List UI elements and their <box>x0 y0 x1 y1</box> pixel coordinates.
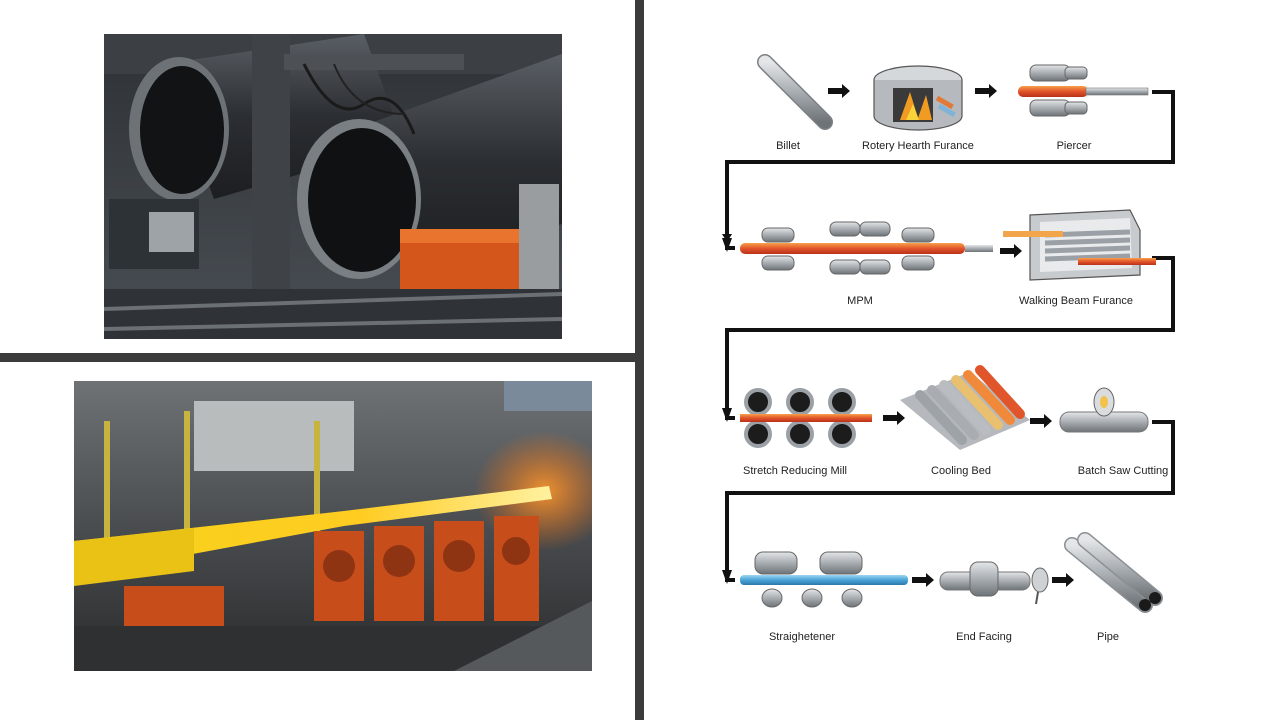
arrow-srm-cooling <box>883 411 905 425</box>
hot-rolling-mill-photo <box>74 381 592 671</box>
mpm-illustration <box>740 221 993 275</box>
straightener-illustration <box>740 551 908 608</box>
arrow-furnace-piercer <box>975 84 997 98</box>
arrow-facing-pipe <box>1052 573 1074 587</box>
end-facing-illustration <box>939 561 1049 605</box>
piercer-illustration <box>1018 64 1149 117</box>
step-label-end-facing: End Facing <box>956 631 1012 643</box>
batch-saw-cutting-illustration <box>1059 387 1149 433</box>
step-label-mpm: MPM <box>847 295 873 307</box>
walking-beam-furnace-illustration <box>1003 209 1156 281</box>
pipe-illustration <box>1064 532 1163 613</box>
vertical-divider <box>635 0 644 720</box>
step-label-cooling-bed: Cooling Bed <box>931 465 991 477</box>
process-flow-line <box>725 90 1175 582</box>
arrow-billet-furnace <box>828 84 850 98</box>
seamless-pipe-process-diagram: Billet Rotery Hearth Furance Piercer M <box>700 0 1280 720</box>
step-label-rotary-hearth: Rotery Hearth Furance <box>862 140 974 152</box>
step-label-billet: Billet <box>776 140 800 152</box>
billet-illustration <box>757 54 833 130</box>
step-label-straightener: Straighetener <box>769 631 835 643</box>
step-label-pipe: Pipe <box>1097 631 1119 643</box>
rotary-hearth-furnace-illustration <box>873 65 963 131</box>
row2-arrowhead <box>722 238 732 252</box>
arrow-straightener-facing <box>912 573 934 587</box>
horizontal-divider <box>0 353 635 362</box>
arrow-mpm-walking <box>1000 244 1022 258</box>
row4-arrowhead <box>722 570 732 584</box>
step-label-stretch-reducing: Stretch Reducing Mill <box>743 465 847 477</box>
row3-arrowhead <box>722 408 732 422</box>
arrow-cooling-saw <box>1030 414 1052 428</box>
stretch-reducing-mill-illustration <box>740 388 872 448</box>
cooling-bed-illustration <box>900 365 1030 450</box>
step-label-walking-beam: Walking Beam Furance <box>1019 295 1133 307</box>
step-label-piercer: Piercer <box>1057 140 1092 152</box>
steel-pipe-photo <box>104 34 562 339</box>
step-label-batch-saw: Batch Saw Cutting <box>1078 465 1169 477</box>
